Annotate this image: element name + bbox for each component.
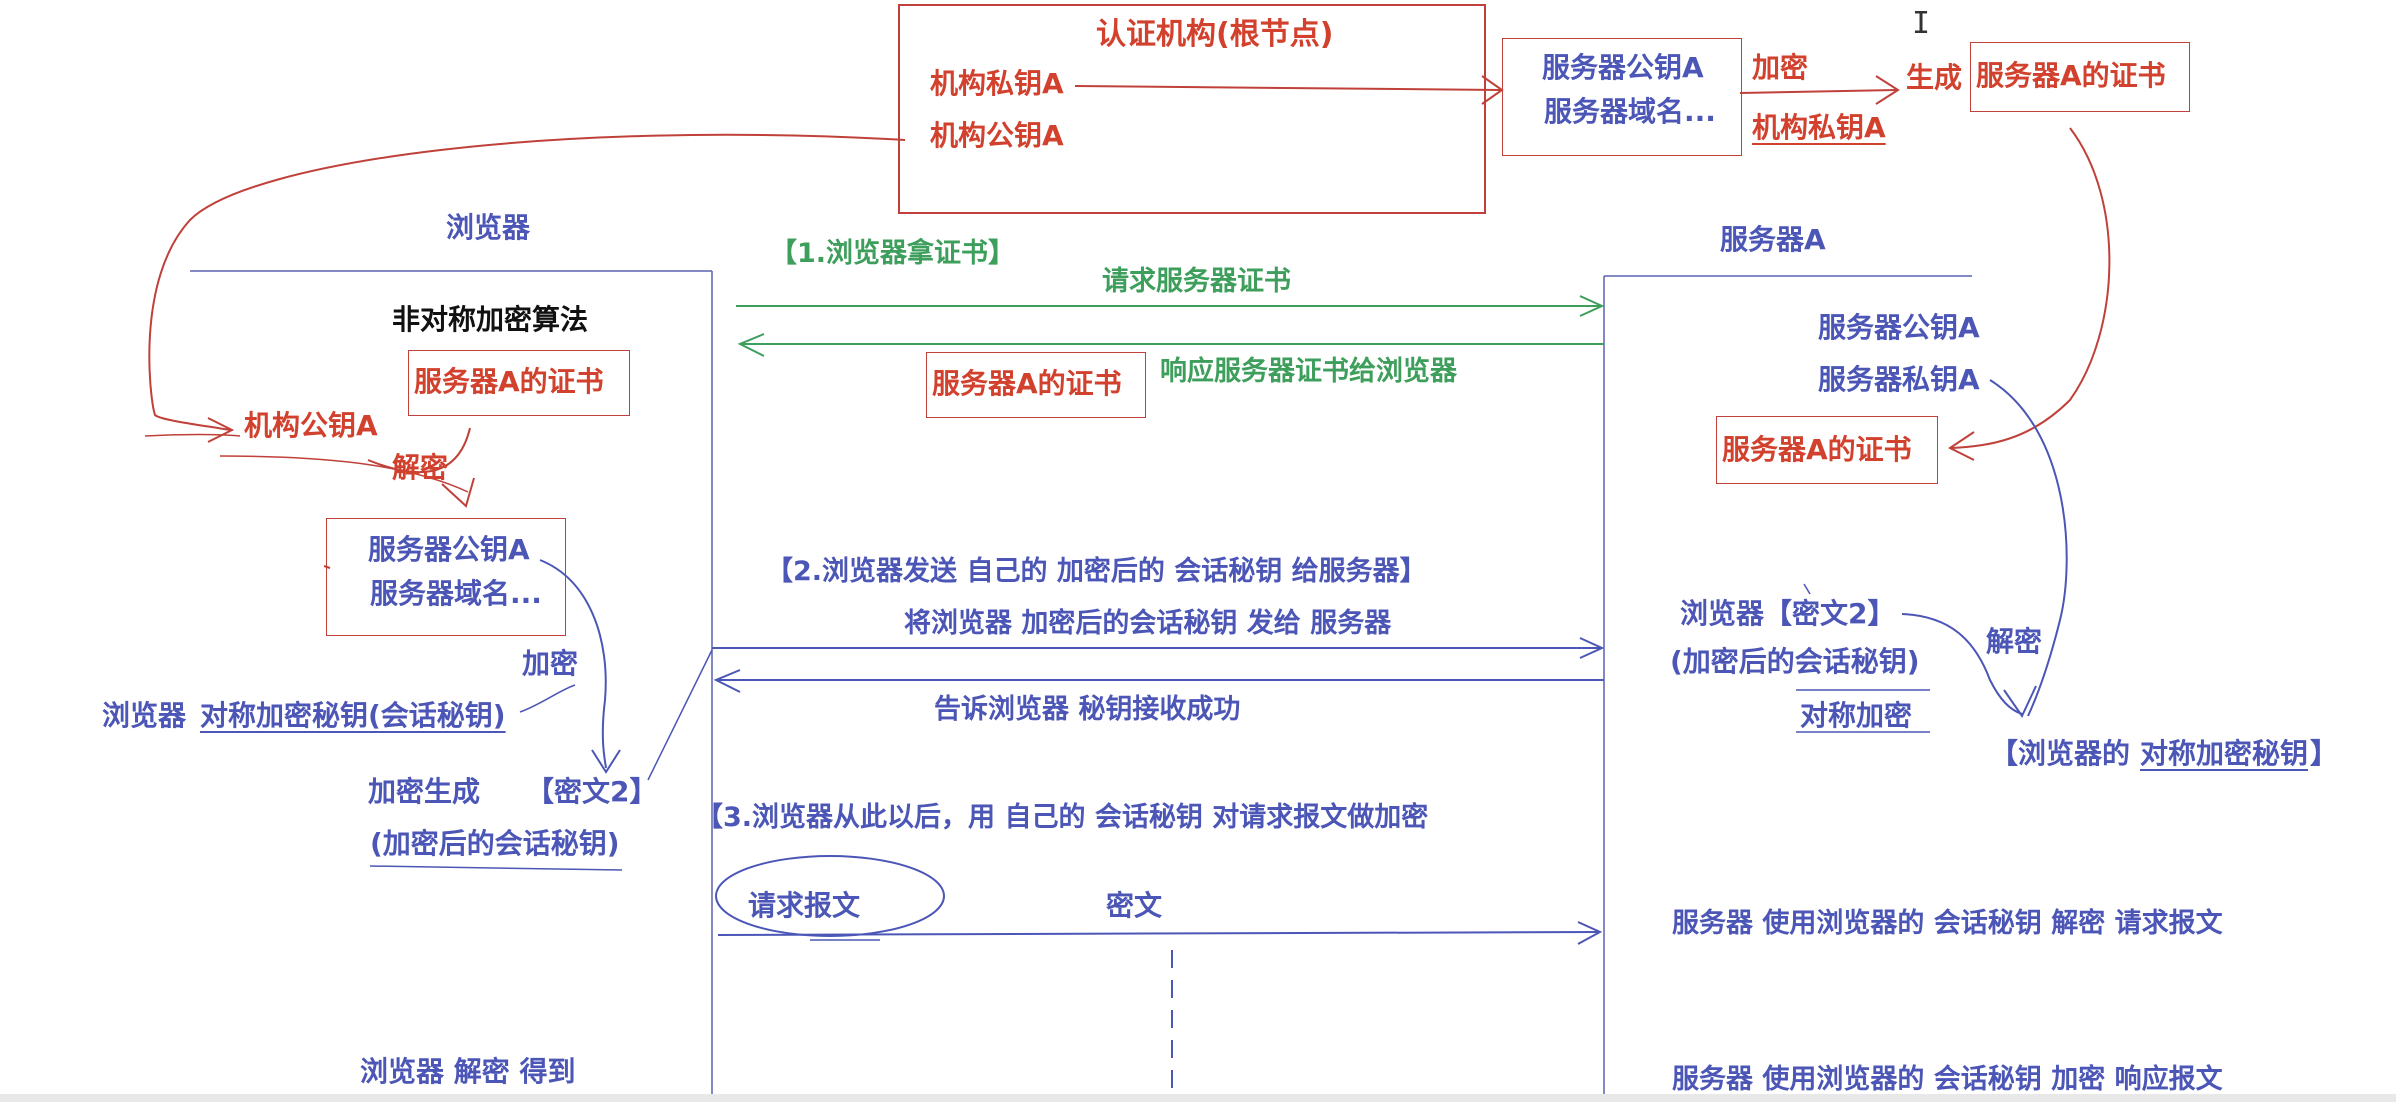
browser-decrypted-box xyxy=(326,518,566,636)
transit-cert-box xyxy=(926,352,1146,418)
cert-to-server-curve xyxy=(1951,127,2111,449)
browser-server-public-key: 服务器公钥A xyxy=(368,533,530,566)
browser-sym-key: 对称加密秘钥(会话秘钥) xyxy=(200,699,506,732)
encrypt-curve xyxy=(539,559,607,769)
cert-input-public-key: 服务器公钥A xyxy=(1542,51,1704,84)
server-title: 服务器A xyxy=(1720,223,1826,256)
authority-to-inputs-arrow xyxy=(1074,85,1501,91)
authority-public-key: 机构公钥A xyxy=(930,119,1064,152)
server-cert-label: 服务器A的证书 xyxy=(1722,433,1912,466)
browser-authority-public-key: 机构公钥A xyxy=(244,409,378,442)
browser-cipher2: 【密文2】 xyxy=(526,775,658,808)
browser-sym-key-prefix: 浏览器 xyxy=(102,699,187,732)
browser-cert-label: 服务器A的证书 xyxy=(414,365,604,398)
decrypt-curve xyxy=(367,427,471,474)
server-private-key: 服务器私钥A xyxy=(1818,363,1980,396)
step2-label: 【2.浏览器发送 自己的 加密后的 会话秘钥 给服务器】 xyxy=(766,556,1427,587)
cipher-text-label: 密文 xyxy=(1106,889,1163,922)
authority-private-key: 机构私钥A xyxy=(930,67,1064,100)
authority-key-to-browser-curve xyxy=(148,133,906,431)
request-msg-label: 请求报文 xyxy=(748,889,861,922)
server-result-prefix: 【浏览器的 xyxy=(1990,737,2131,770)
transit-cert-label: 服务器A的证书 xyxy=(932,367,1122,400)
browser-encrypt-label: 加密 xyxy=(522,647,579,680)
authority-key-underline xyxy=(144,433,241,437)
browser-generate-label: 加密生成 xyxy=(368,775,481,808)
authority-title: 认证机构(根节点) xyxy=(1096,17,1334,52)
server-decrypt-request: 服务器 使用浏览器的 会话秘钥 解密 请求报文 xyxy=(1672,908,2223,939)
server-encrypt-response: 服务器 使用浏览器的 会话秘钥 加密 响应报文 xyxy=(1672,1064,2223,1095)
server-decrypt-curve xyxy=(1901,613,2023,715)
request-cert-label: 请求服务器证书 xyxy=(1102,266,1291,297)
browser-title: 浏览器 xyxy=(446,211,531,244)
server-cert-box xyxy=(1716,416,1938,484)
server-public-key: 服务器公钥A xyxy=(1818,311,1980,344)
browser-final-decrypt: 浏览器 解密 得到 xyxy=(360,1055,576,1088)
bottom-scroll-strip xyxy=(0,1094,2396,1102)
ack-label: 告诉浏览器 秘钥接收成功 xyxy=(934,694,1241,725)
cert-authority-private-key: 机构私钥A xyxy=(1752,111,1886,144)
text-cursor-icon: I xyxy=(1912,6,1931,41)
browser-cert-box xyxy=(408,350,630,416)
server-cipher2-note: (加密后的会话秘钥) xyxy=(1670,645,1920,678)
cert-generate-label: 生成 xyxy=(1906,61,1963,94)
browser-cipher2-note: (加密后的会话秘钥) xyxy=(370,827,620,860)
generated-cert-label: 服务器A的证书 xyxy=(1976,59,2166,92)
asym-algo-label: 非对称加密算法 xyxy=(392,303,589,336)
step1-label: 【1.浏览器拿证书】 xyxy=(770,238,1016,269)
server-result-suffix: 】 xyxy=(2310,737,2339,770)
step3-label: 【3.浏览器从此以后，用 自己的 会话秘钥 对请求报文做加密 xyxy=(696,802,1429,833)
server-private-key-curve xyxy=(1989,379,2068,717)
response-cert-label: 响应服务器证书给浏览器 xyxy=(1160,356,1457,387)
server-cipher2: 浏览器【密文2】 xyxy=(1680,597,1896,630)
cert-inputs-box xyxy=(1502,38,1742,156)
generated-cert-box xyxy=(1970,42,2190,112)
browser-decrypt-label: 解密 xyxy=(392,451,449,484)
send-key-label: 将浏览器 加密后的会话秘钥 发给 服务器 xyxy=(904,608,1392,639)
server-decrypt-label: 解密 xyxy=(1986,625,2043,658)
authority-box xyxy=(898,4,1486,214)
server-result-key: 对称加密秘钥 xyxy=(2140,737,2309,770)
request-msg-circle xyxy=(715,855,945,937)
encrypt-arrow xyxy=(1739,89,1897,94)
cert-encrypt-label: 加密 xyxy=(1752,51,1809,84)
server-sym-encrypt: 对称加密 xyxy=(1800,699,1913,732)
browser-server-domain: 服务器域名... xyxy=(370,577,542,610)
cert-input-domain: 服务器域名... xyxy=(1544,95,1716,128)
